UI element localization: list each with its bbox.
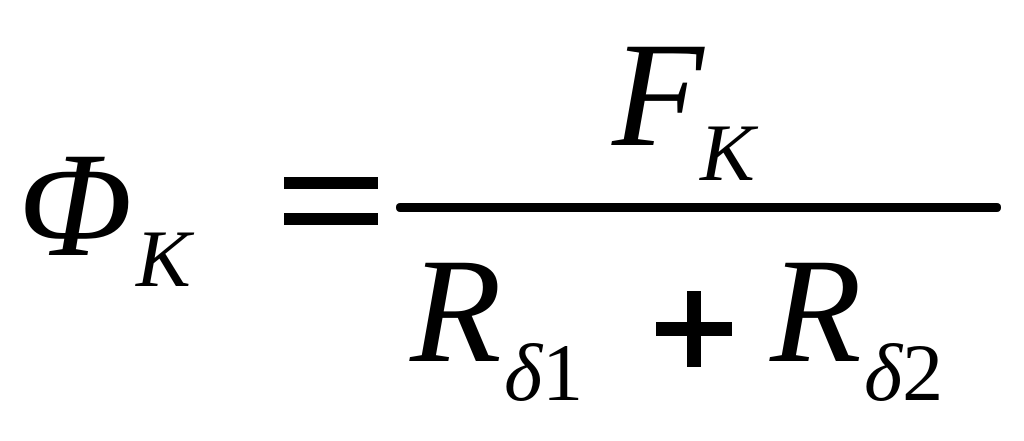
numerator-subscript: K xyxy=(700,107,755,198)
equals-bar-top xyxy=(284,177,378,189)
plus-vertical xyxy=(687,291,701,367)
denominator-term1-subscript: δ1 xyxy=(504,332,583,414)
denominator-term2-subscript: δ2 xyxy=(864,332,943,414)
equals-bar-bottom xyxy=(284,213,378,225)
numerator-symbol: F xyxy=(612,12,704,178)
term2-subscript-greek: δ xyxy=(864,327,903,418)
term1-subscript-index: 1 xyxy=(542,327,584,418)
fraction-bar xyxy=(396,203,1001,212)
plus-sign xyxy=(656,291,732,367)
denominator-term2-symbol: R xyxy=(770,228,862,394)
term1-subscript-greek: δ xyxy=(504,327,543,418)
lhs-phi-symbol: Φ xyxy=(18,122,133,288)
term2-subscript-index: 2 xyxy=(902,327,944,418)
denominator-term1-symbol: R xyxy=(410,228,502,394)
lhs-subscript: K xyxy=(136,213,191,304)
